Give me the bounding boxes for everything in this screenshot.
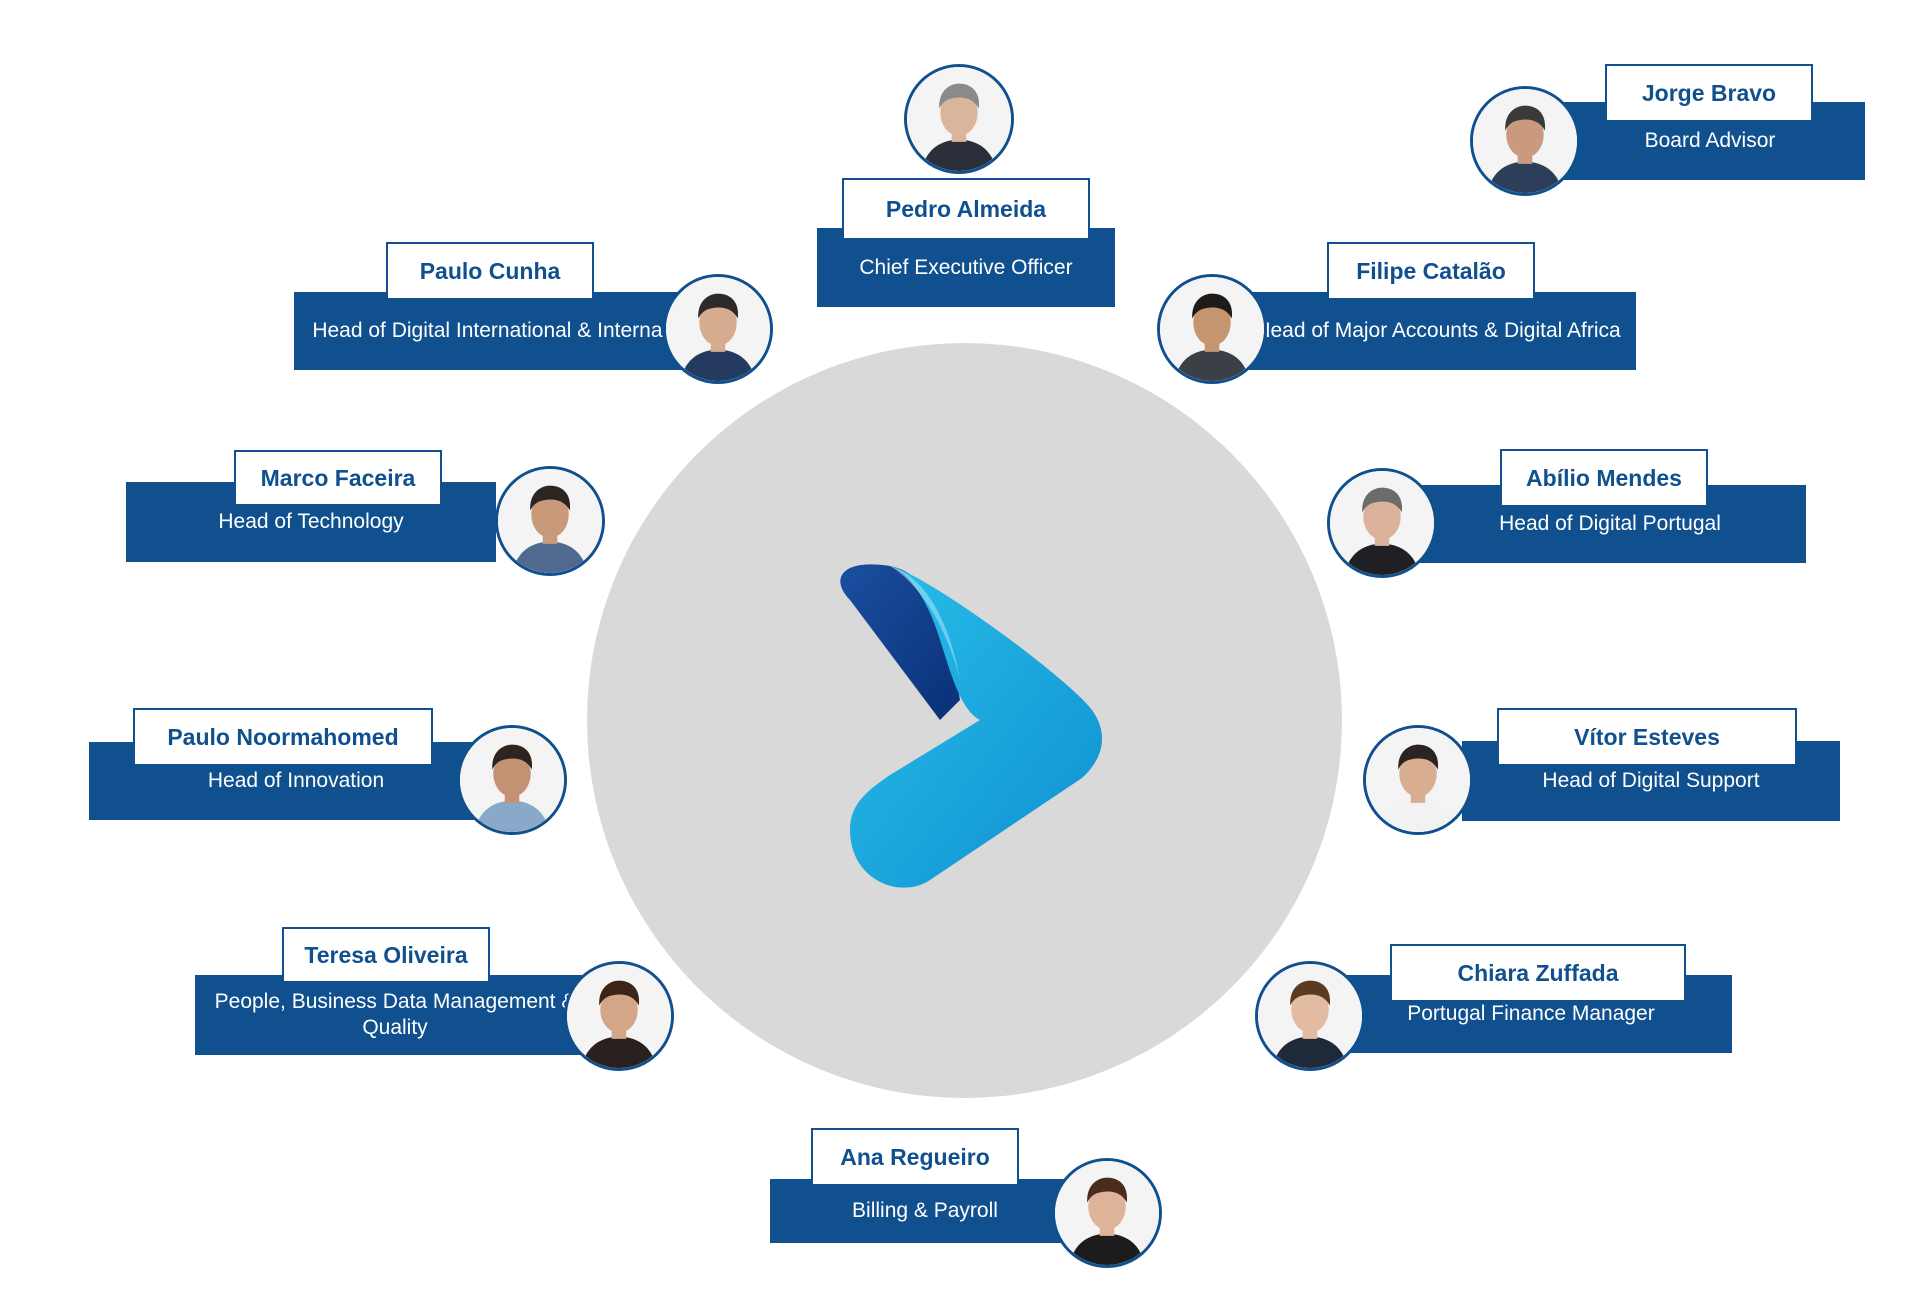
member-photo-avatar: [1363, 725, 1473, 835]
member-role: Head of Innovation: [207, 769, 385, 792]
member-name: Ana Regueiro: [811, 1128, 1019, 1186]
member-role: Board Advisor: [1644, 129, 1776, 152]
member-role: Head of Technology: [218, 510, 404, 533]
chevron-play-icon: [840, 564, 1103, 888]
member-role: Head of Major Accounts & Digital Africa: [1255, 319, 1621, 342]
member-role-band: People, Business Data Management & Quali…: [195, 975, 595, 1055]
member-role-band: Head of Major Accounts & Digital Africa: [1240, 292, 1636, 370]
member-role: Portugal Finance Manager: [1407, 1002, 1655, 1025]
member-role-band: Head of Digital International & Internal…: [294, 292, 710, 370]
member-photo-avatar: [1255, 961, 1365, 1071]
member-role: Head of Digital Portugal: [1499, 512, 1721, 535]
member-name: Paulo Cunha: [386, 242, 594, 300]
member-role: Chief Executive Officer: [859, 255, 1073, 279]
member-photo-avatar: [904, 64, 1014, 174]
member-role-band: Billing & Payroll: [770, 1179, 1080, 1243]
member-name: Chiara Zuffada: [1390, 944, 1686, 1002]
member-role: Billing & Payroll: [852, 1199, 998, 1222]
member-photo-avatar: [495, 466, 605, 576]
member-name: Marco Faceira: [234, 450, 442, 506]
member-role: Head of Digital International & Internal…: [312, 319, 692, 342]
member-photo-avatar: [1470, 86, 1580, 196]
member-photo-avatar: [663, 274, 773, 384]
member-name: Pedro Almeida: [842, 178, 1090, 240]
member-name: Paulo Noormahomed: [133, 708, 433, 766]
member-photo-avatar: [1052, 1158, 1162, 1268]
member-photo-avatar: [1327, 468, 1437, 578]
member-role: Head of Digital Support: [1542, 769, 1760, 792]
member-role-band: Chief Executive Officer: [817, 228, 1115, 307]
center-circle: [587, 343, 1342, 1098]
member-role: People, Business Data Management & Quali…: [214, 990, 576, 1039]
member-photo-avatar: [457, 725, 567, 835]
member-name: Filipe Catalão: [1327, 242, 1535, 300]
member-name: Abílio Mendes: [1500, 449, 1708, 507]
member-photo-avatar: [564, 961, 674, 1071]
member-name: Vítor Esteves: [1497, 708, 1797, 766]
member-photo-avatar: [1157, 274, 1267, 384]
member-name: Teresa Oliveira: [282, 927, 490, 983]
member-name: Jorge Bravo: [1605, 64, 1813, 122]
